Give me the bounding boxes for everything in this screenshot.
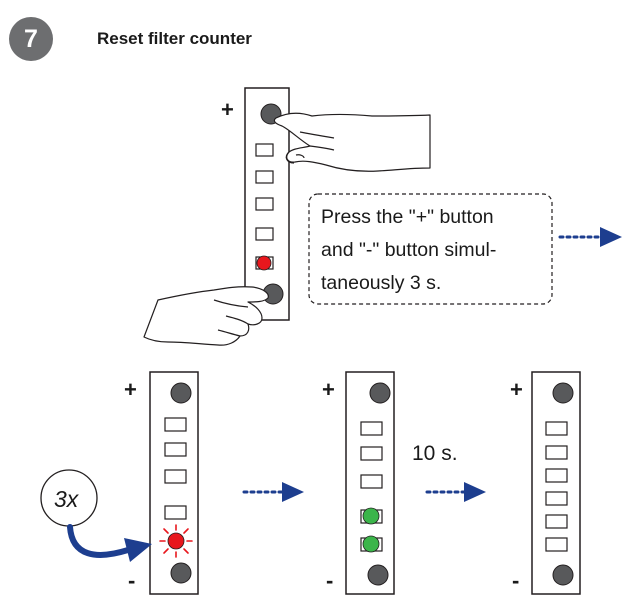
minus-button [552,564,574,586]
indicator-led [545,514,568,529]
indicator-led [360,421,383,436]
dotted-arrow-icon [425,482,486,502]
plus-symbol: + [124,377,137,402]
delay-label: 10 s. [412,442,458,465]
minus-button [367,564,389,586]
plus-button [369,382,391,404]
plus-button [170,382,192,404]
green-led-icon [362,507,380,525]
step-title: Reset filter counter [97,29,252,48]
indicator-led [164,442,187,457]
indicator-led [255,143,274,157]
control-panel-blinking [149,371,199,595]
blink-rays-icon [159,524,193,558]
callout-line-3: taneously 3 s. [321,272,441,294]
dotted-arrow-icon [242,482,304,502]
curved-arrow-icon [67,524,152,562]
indicator-led [360,474,383,489]
red-led-icon [256,255,272,271]
indicator-led [545,537,568,552]
step-number-badge: 7 [9,17,53,61]
control-panel-top [244,87,290,321]
hand-icon [143,286,269,346]
minus-symbol: - [512,568,519,593]
plus-symbol: + [510,377,523,402]
indicator-led [164,417,187,432]
minus-symbol: - [128,568,135,593]
plus-symbol: + [221,97,234,122]
dotted-arrow-icon [558,227,622,247]
indicator-led [255,170,274,184]
callout-line-2: and "-" button simul- [321,239,496,261]
repeat-count-label: 3x [54,486,80,512]
control-panel-green [345,371,395,595]
indicator-led [545,421,568,436]
hand-icon [273,112,431,172]
indicator-led [360,446,383,461]
callout-line-1: Press the "+" button [321,206,494,228]
indicator-led [164,505,187,520]
instruction-callout [308,193,553,305]
green-led-icon [362,535,380,553]
indicator-led [255,227,274,241]
indicator-led [545,445,568,460]
control-panel-reset [531,371,581,595]
minus-button [170,562,192,584]
minus-symbol: - [326,568,333,593]
plus-symbol: + [322,377,335,402]
indicator-led [545,468,568,483]
red-led-icon [167,532,185,550]
indicator-led [545,491,568,506]
indicator-led [164,469,187,484]
plus-button [552,382,574,404]
indicator-led [255,197,274,211]
